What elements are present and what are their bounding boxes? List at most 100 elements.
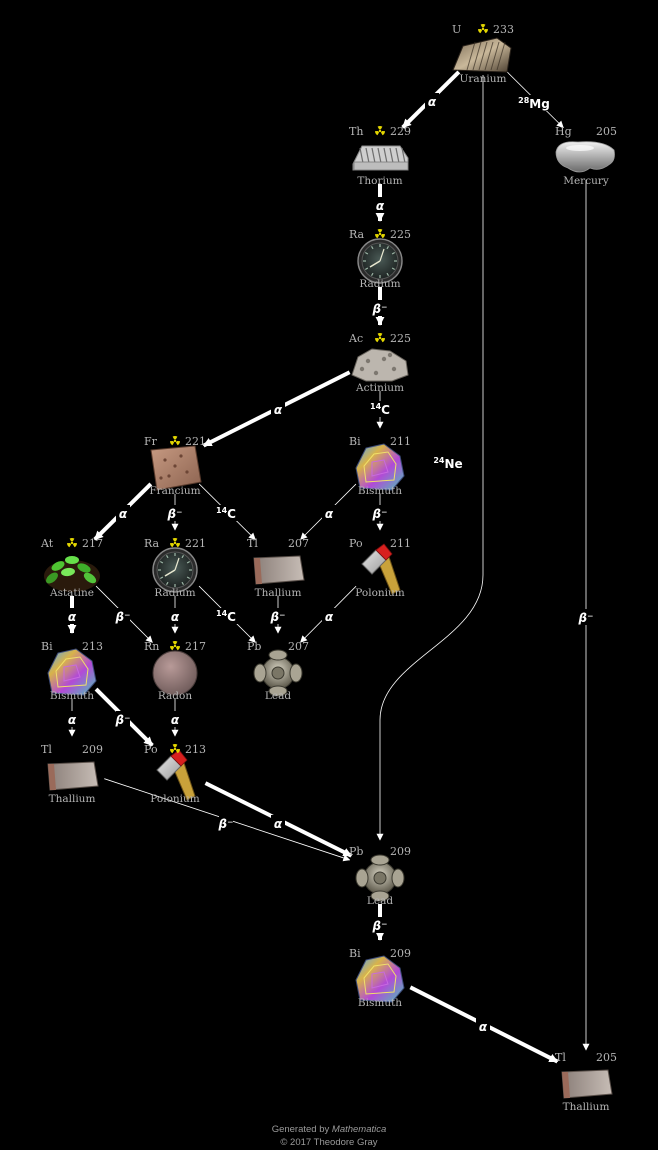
svg-text:β⁻: β⁻: [115, 713, 131, 727]
isotope-symbol: Pb: [247, 640, 261, 653]
element-name: Bismuth: [358, 997, 402, 1009]
svg-text:α: α: [171, 713, 180, 727]
svg-text:β⁻: β⁻: [372, 302, 388, 316]
svg-text:14C: 14C: [370, 402, 390, 417]
lead-sample-icon: [253, 649, 303, 697]
decay-label: α: [322, 608, 336, 624]
isotope-mass: 209: [390, 947, 411, 960]
isotope-mass: 211: [390, 435, 411, 448]
isotope-mass: 217: [185, 640, 206, 653]
element-name: Thallium: [255, 587, 302, 599]
isotope-symbol: Bi: [41, 640, 53, 653]
element-name: Francium: [149, 485, 200, 497]
isotope-symbol: Fr: [144, 435, 158, 448]
isotope-symbol: Tl: [41, 743, 52, 756]
element-name: Radon: [158, 690, 192, 702]
edge-U233-Pb209: [376, 74, 484, 841]
isotope-mass: 213: [82, 640, 103, 653]
isotope-mass: 205: [596, 1051, 617, 1064]
isotope-mass: 209: [82, 743, 103, 756]
element-name: Polonium: [150, 793, 200, 805]
bismuth-sample-icon: [355, 443, 405, 491]
decay-label: α: [425, 93, 439, 109]
bismuth-sample-icon: [355, 955, 405, 1003]
isotope-mass: 211: [390, 537, 411, 550]
radiation-icon: [170, 538, 180, 548]
radiation-icon: [170, 641, 180, 651]
isotope-symbol: Bi: [349, 947, 361, 960]
decay-label: α: [322, 505, 336, 521]
isotope-mass: 225: [390, 332, 411, 345]
element-name: Radium: [154, 587, 195, 599]
lead-sample-icon: [355, 854, 405, 902]
isotope-symbol: Ra: [144, 537, 160, 550]
element-name: Mercury: [563, 175, 609, 187]
decay-label: β⁻: [115, 711, 131, 727]
radiation-icon: [478, 24, 488, 34]
decay-label: α: [65, 711, 79, 727]
isotope-mass: 221: [185, 537, 206, 550]
radiation-icon: [375, 333, 385, 343]
element-name: Lead: [367, 895, 393, 907]
decay-label: 14C: [212, 505, 240, 521]
isotope-mass: 229: [390, 125, 411, 138]
isotope-symbol: Rn: [144, 640, 159, 653]
isotope-symbol: Po: [349, 537, 363, 550]
isotope-mass: 209: [390, 845, 411, 858]
svg-text:α: α: [274, 403, 283, 417]
isotope-mass: 225: [390, 228, 411, 241]
mercury-sample-icon: [555, 141, 615, 173]
isotope-symbol: Tl: [555, 1051, 566, 1064]
isotope-symbol: At: [40, 537, 54, 550]
element-name: Bismuth: [358, 485, 402, 497]
svg-text:α: α: [68, 610, 77, 624]
isotope-mass: 213: [185, 743, 206, 756]
decay-label: α: [476, 1018, 490, 1034]
decay-label: β⁻: [270, 608, 285, 624]
decay-label: α: [373, 197, 387, 213]
decay-label: β⁻: [167, 505, 182, 521]
svg-text:14C: 14C: [216, 609, 236, 624]
polonium-sample-icon: [361, 543, 401, 595]
svg-text:α: α: [479, 1020, 488, 1034]
radiation-icon: [170, 436, 180, 446]
decay-label: β⁻: [578, 609, 593, 625]
decay-label: 14C: [366, 401, 394, 417]
svg-text:α: α: [428, 95, 437, 109]
isotope-symbol: Pb: [349, 845, 363, 858]
decay-label: β⁻: [218, 815, 233, 831]
isotope-mass: 221: [185, 435, 206, 448]
element-name: Thallium: [563, 1101, 610, 1113]
svg-text:24Ne: 24Ne: [433, 456, 462, 471]
decay-label: 14C: [212, 608, 240, 624]
isotope-mass: 207: [288, 537, 309, 550]
element-name: Bismuth: [50, 690, 94, 702]
decay-label: 28Mg: [518, 95, 550, 111]
isotope-symbol: Th: [349, 125, 363, 138]
svg-text:28Mg: 28Mg: [518, 96, 550, 111]
isotope-symbol: Ra: [349, 228, 365, 241]
bismuth-sample-icon: [47, 648, 97, 696]
radiation-icon: [375, 229, 385, 239]
